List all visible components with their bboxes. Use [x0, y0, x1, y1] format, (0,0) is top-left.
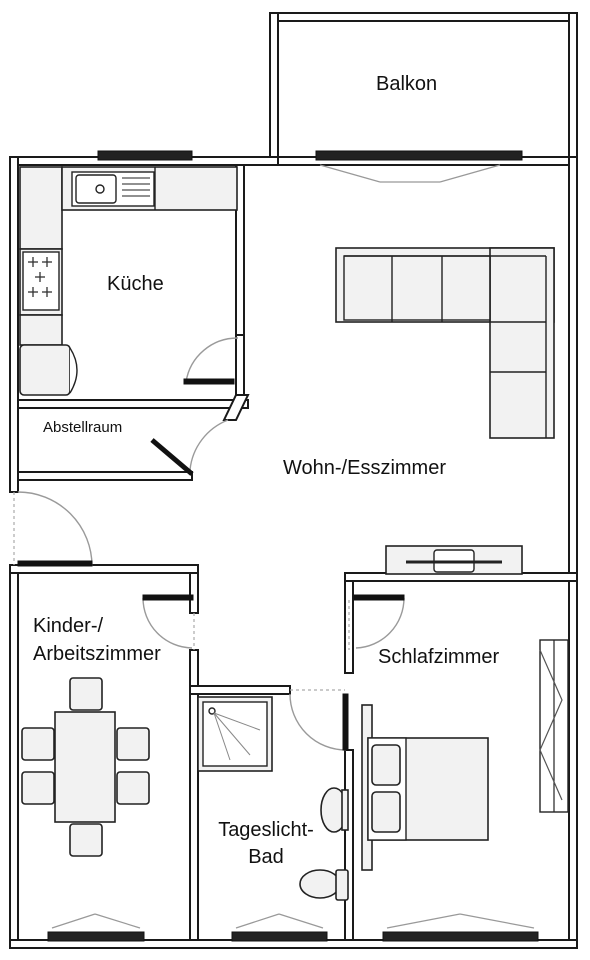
room-label-kinderzimmer-line2: Arbeitszimmer	[33, 643, 161, 665]
room-label-balkon: Balkon	[376, 73, 438, 95]
window-icon	[47, 150, 539, 942]
sink-icon	[320, 787, 349, 833]
toilet-icon	[299, 869, 349, 901]
sink-icon	[71, 171, 155, 207]
room-label-abstellraum: Abstellraum	[43, 419, 123, 436]
bed-icon	[361, 704, 489, 871]
door-icon	[13, 337, 405, 751]
interior-walls	[9, 164, 578, 941]
tv-icon	[385, 545, 523, 575]
sofa-icon	[335, 247, 555, 439]
room-label-schlafzimmer: Schlafzimmer	[378, 646, 500, 668]
wardrobe-icon	[539, 639, 569, 813]
room-label-bad-line1: Tageslicht-	[218, 819, 314, 841]
room-label-kueche: Küche	[107, 273, 164, 295]
shower-icon	[197, 696, 273, 772]
chair-icon	[21, 677, 150, 857]
fridge-icon	[19, 314, 78, 396]
table-icon	[54, 711, 116, 823]
room-label-wohn-esszimmer: Wohn-/Esszimmer	[283, 457, 446, 479]
room-label-kinderzimmer-line1: Kinder-/	[33, 615, 104, 637]
stove-icon	[19, 248, 63, 316]
room-label-bad-line2: Bad	[248, 846, 284, 868]
